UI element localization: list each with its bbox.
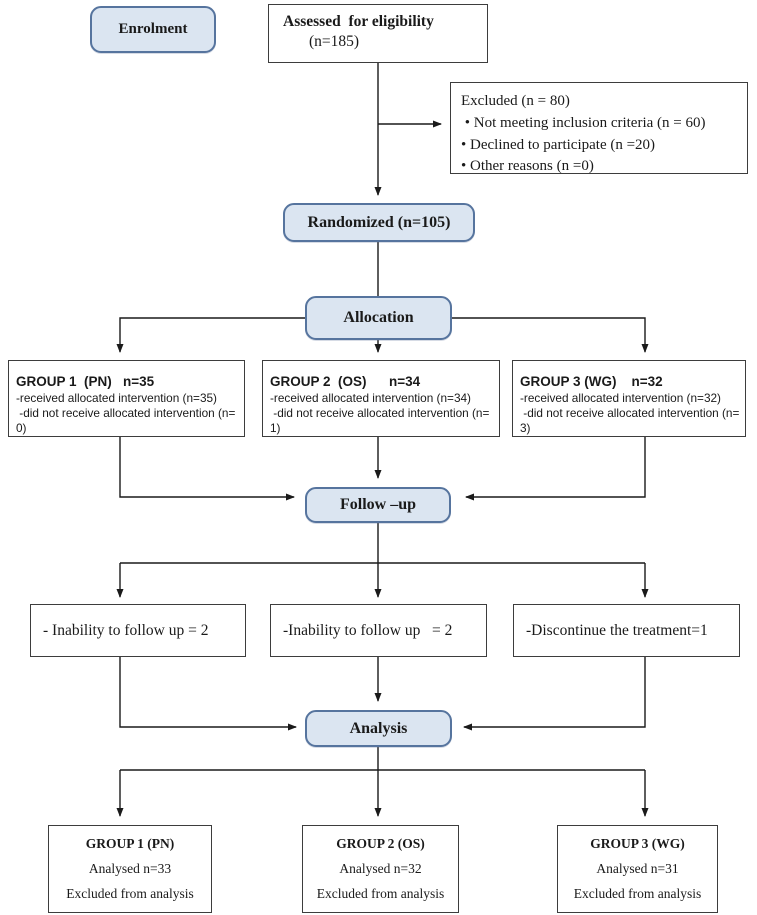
group3-allocation-box: GROUP 3 (WG) n=32 -received allocated in…: [512, 360, 746, 437]
assessed-title: Assessed for eligibility: [283, 13, 434, 30]
group2-analysis-title: GROUP 2 (OS): [336, 836, 425, 851]
group1-received: -received allocated intervention (n=35): [16, 391, 217, 406]
randomized-node: Randomized (n=105): [283, 203, 475, 242]
excluded-item: • Declined to participate (n =20): [461, 136, 656, 153]
group3-loss: -Discontinue the treatment=1: [526, 621, 708, 639]
group1-not-received: -did not receive allocated intervention …: [16, 406, 239, 436]
group1-loss: - Inability to follow up = 2: [43, 621, 209, 639]
excluded-title: Excluded (n = 80): [461, 93, 570, 109]
group2-not-received: -did not receive allocated intervention …: [270, 406, 493, 436]
analysis-node: Analysis: [305, 710, 452, 747]
group3-loss-box: -Discontinue the treatment=1: [513, 604, 740, 657]
group3-analysis-box: GROUP 3 (WG) Analysed n=31 Excluded from…: [557, 825, 718, 913]
group1-analysed-n: Analysed n=33: [88, 861, 172, 876]
excluded-item: • Not meeting inclusion criteria (n = 60…: [461, 114, 706, 131]
excluded-item: • Other reasons (n =0): [461, 158, 594, 175]
group1-analysis-title: GROUP 1 (PN): [85, 836, 175, 851]
group2-excluded-analysis: Excluded from analysis: [316, 886, 445, 901]
group2-analysis-box: GROUP 2 (OS) Analysed n=32 Excluded from…: [302, 825, 459, 913]
excluded-box: Excluded (n = 80) • Not meeting inclusio…: [450, 82, 748, 174]
allocation-label: Allocation: [343, 309, 414, 326]
followup-node: Follow –up: [305, 487, 451, 523]
group2-loss: -Inability to follow up = 2: [283, 621, 453, 639]
assessed-box: Assessed for eligibility (n=185): [268, 4, 488, 63]
assessed-n: (n=185): [309, 33, 360, 51]
followup-label: Follow –up: [339, 496, 416, 513]
group3-title: GROUP 3 (WG) n=32: [520, 374, 663, 389]
allocation-node: Allocation: [305, 296, 452, 340]
enrolment-label: Enrolment: [118, 21, 188, 37]
group3-excluded-analysis: Excluded from analysis: [573, 886, 702, 901]
group2-loss-box: -Inability to follow up = 2: [270, 604, 487, 657]
group3-received: -received allocated intervention (n=32): [520, 391, 721, 406]
group2-allocation-box: GROUP 2 (OS) n=34 -received allocated in…: [262, 360, 500, 437]
group1-title: GROUP 1 (PN) n=35: [16, 374, 155, 389]
randomized-label: Randomized (n=105): [307, 213, 451, 231]
analysis-label: Analysis: [349, 719, 408, 737]
group2-title: GROUP 2 (OS) n=34: [270, 374, 421, 389]
group3-analysed-n: Analysed n=31: [596, 861, 679, 876]
group3-not-received: -did not receive allocated intervention …: [520, 406, 743, 436]
group3-analysis-title: GROUP 3 (WG): [590, 836, 685, 851]
group1-loss-box: - Inability to follow up = 2: [30, 604, 246, 657]
group1-analysis-box: GROUP 1 (PN) Analysed n=33 Excluded from…: [48, 825, 212, 913]
group1-excluded-analysis: Excluded from analysis: [66, 886, 194, 901]
group2-analysed-n: Analysed n=32: [339, 861, 422, 876]
group2-received: -received allocated intervention (n=34): [270, 391, 471, 406]
enrolment-node: Enrolment: [90, 6, 216, 53]
group1-allocation-box: GROUP 1 (PN) n=35 -received allocated in…: [8, 360, 245, 437]
